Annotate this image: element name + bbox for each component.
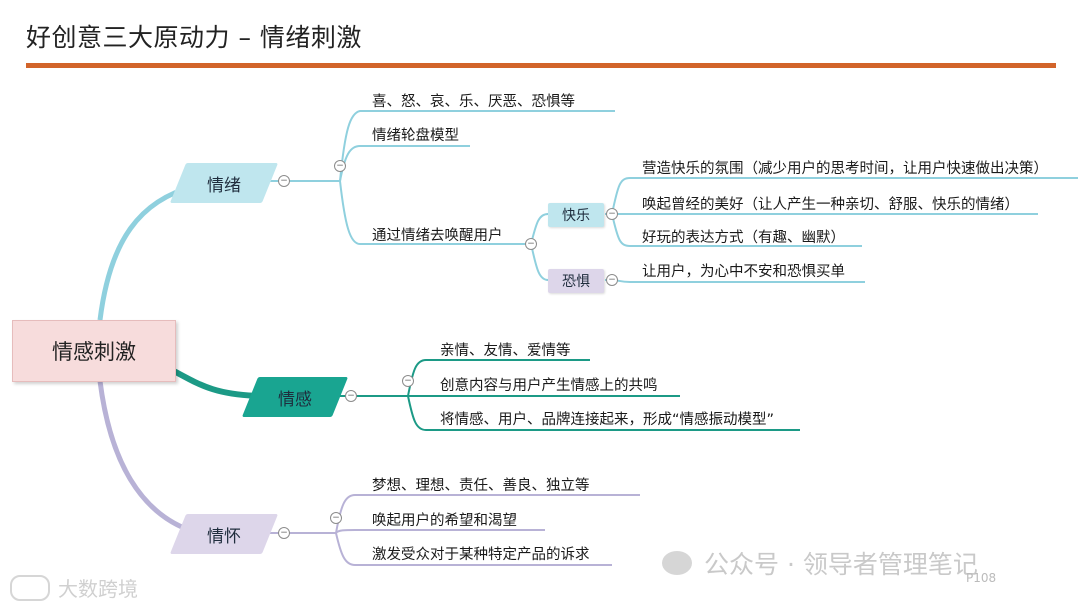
leaf-fear-1: 让用户，为心中不安和恐惧买单 [642, 264, 845, 280]
wechat-icon [662, 551, 692, 575]
brand-watermark: 大数跨境 [10, 573, 138, 602]
branch-emotion[interactable]: 情绪 [169, 163, 279, 203]
brand-logo-icon [10, 574, 50, 601]
leaf-sentiment-2: 唤起用户的希望和渴望 [372, 513, 517, 529]
watermark-text: 公众号 · 领导者管理笔记 [704, 550, 978, 579]
sub-node-fear[interactable]: 恐惧 [548, 269, 604, 293]
branch-emotion-label: 情绪 [207, 175, 241, 196]
connector-root-emotion [97, 183, 196, 321]
leaf-emotion-2: 情绪轮盘模型 [372, 128, 459, 144]
collapse-toggle-joy[interactable]: − [606, 208, 618, 220]
leaf-joy-1: 营造快乐的氛围（减少用户的思考时间，让用户快速做出决策） [642, 161, 1048, 177]
leaf-emotion-1: 喜、怒、哀、乐、厌恶、恐惧等 [372, 94, 575, 110]
branch-feeling[interactable]: 情感 [241, 377, 349, 417]
leaf-joy-2: 唤起曾经的美好（让人产生一种亲切、舒服、快乐的情绪） [642, 197, 1019, 213]
leaf-sentiment-1: 梦想、理想、责任、善良、独立等 [372, 478, 590, 494]
leaf-feeling-2: 创意内容与用户产生情感上的共鸣 [440, 378, 658, 394]
connector-root-feeling [170, 367, 263, 399]
title-underline [26, 63, 1056, 68]
collapse-toggle-sentiment-children[interactable]: − [330, 512, 342, 524]
branch-feeling-label: 情感 [278, 389, 312, 410]
brand-text: 大数跨境 [58, 577, 138, 601]
sub-node-joy[interactable]: 快乐 [548, 203, 604, 227]
branch-sentiment[interactable]: 情怀 [169, 514, 279, 554]
leaf-emotion-3: 通过情绪去唤醒用户 [372, 228, 503, 244]
watermark: 公众号 · 领导者管理笔记 [662, 545, 978, 581]
leaf-sentiment-3: 激发受众对于某种特定产品的诉求 [372, 547, 590, 563]
collapse-toggle-emotion[interactable]: − [278, 175, 290, 187]
collapse-toggle-sentiment[interactable]: − [278, 527, 290, 539]
leaf-feeling-3: 将情感、用户、品牌连接起来，形成“情感振动模型” [440, 412, 775, 428]
connector-root-sentiment [97, 380, 196, 535]
collapse-toggle-arouse[interactable]: − [525, 238, 537, 250]
leaf-joy-3: 好玩的表达方式（有趣、幽默） [642, 230, 845, 246]
branch-sentiment-label: 情怀 [207, 526, 241, 547]
collapse-toggle-feeling[interactable]: − [345, 390, 357, 402]
page-number: P108 [966, 571, 997, 585]
collapse-toggle-feeling-children[interactable]: − [402, 375, 414, 387]
leaf-feeling-1: 亲情、友情、爱情等 [440, 343, 571, 359]
collapse-toggle-emotion-children[interactable]: − [334, 160, 346, 172]
page-title: 好创意三大原动力 – 情绪刺激 [26, 23, 362, 52]
collapse-toggle-fear[interactable]: − [606, 274, 618, 286]
root-node[interactable]: 情感刺激 [12, 320, 176, 382]
